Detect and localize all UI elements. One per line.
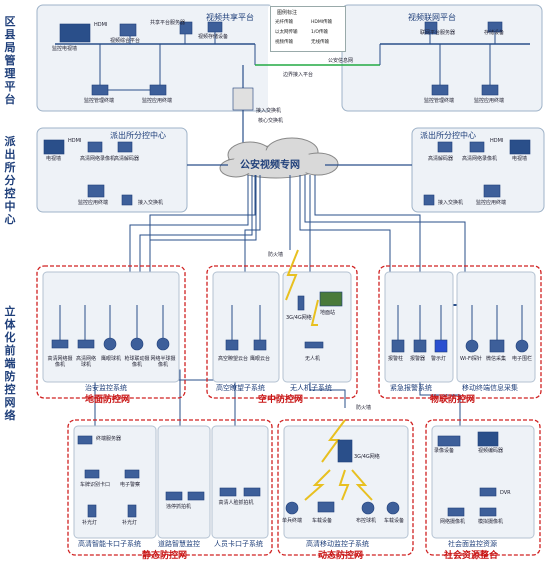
share-platform-title: 视频共享平台 bbox=[206, 13, 254, 22]
station-left-tv-label: 电视墙 bbox=[46, 156, 62, 162]
net-storage-label: 存储设备 bbox=[484, 30, 505, 36]
core-switch-label: 核心交换机 bbox=[258, 118, 284, 124]
ground-device-label: 网络半球摄像机 bbox=[150, 356, 176, 368]
station-right-hdmi-label: HDMI bbox=[490, 138, 504, 144]
station-left-title: 派出所分控中心 bbox=[110, 131, 166, 140]
iot-device-label: 警示灯 bbox=[431, 356, 447, 362]
iot-device-label: 报警柱 bbox=[388, 356, 404, 362]
dynamic-device-label: 车载设备 bbox=[312, 518, 333, 524]
iot-device-label: 报警器 bbox=[410, 356, 426, 362]
public-net-label: 公安信息网 bbox=[328, 58, 354, 64]
station-left-server-label: 监控应用终端 bbox=[78, 200, 109, 206]
station-right-decoder-label: 高清解码器 bbox=[428, 156, 454, 162]
static-light-2-label: 补光灯 bbox=[122, 520, 138, 526]
social-network-title: 社会资源整合 bbox=[444, 551, 499, 561]
legend-item: 视频传输 bbox=[275, 40, 293, 45]
static-cam-1-label: 车牌识别卡口 bbox=[80, 482, 111, 488]
air-net-label: 3G/4G网络 bbox=[286, 315, 312, 321]
static-light-1-label: 补光灯 bbox=[82, 520, 98, 526]
firewall-mid-label: 防火墙 bbox=[356, 405, 372, 411]
station-right-tv-label: 电视墙 bbox=[512, 156, 528, 162]
legend-title: 图例标注 bbox=[277, 10, 298, 16]
side-label-frontend: 立体化前端防控网络 bbox=[4, 305, 16, 422]
static-system-3: 人员卡口子系统 bbox=[214, 540, 263, 548]
dynamic-device-label: 单兵终端 bbox=[282, 518, 303, 524]
static-cam-2-label: 电子警察 bbox=[120, 482, 141, 488]
side-label-station: 派出所分控中心 bbox=[4, 135, 16, 226]
station-right-server-label: 监控应用终端 bbox=[476, 200, 507, 206]
station-left-hdmi-label: HDMI bbox=[68, 138, 82, 144]
social-system: 社会面监控资源 bbox=[448, 540, 497, 548]
iot-system-2: 移动终端信息采集 bbox=[462, 384, 518, 392]
share-server-label: 共享平台服务器 bbox=[150, 20, 186, 26]
client-left-1-label: 监控管理终端 bbox=[84, 98, 115, 104]
client-right-1-label: 监控管理终端 bbox=[424, 98, 455, 104]
static-cam-3-label: 违停抓拍机 bbox=[166, 504, 192, 510]
iot-system-1: 紧急报警系统 bbox=[390, 384, 432, 392]
social-cam-2-label: 模拟摄像机 bbox=[478, 519, 504, 525]
station-left-decoder-label: 高清解码器 bbox=[114, 156, 140, 162]
boundary-label: 边界接入平台 bbox=[283, 72, 314, 78]
gateway-label: 接入交换机 bbox=[256, 108, 282, 114]
iot-device2-label: 电子围栏 bbox=[512, 356, 533, 362]
ground-system-title: 治安监控系统 bbox=[85, 384, 127, 392]
air-tower-1-label: 高空瞭望云台 bbox=[218, 356, 249, 362]
social-nvr-label: 录像设备 bbox=[434, 448, 455, 454]
tv-wall-label: 监控电视墙 bbox=[52, 46, 78, 52]
legend-box: 图例标注 光纤传输 HDMI传输 以太网传输 1/O传输 视频传输 无线传输 bbox=[270, 6, 346, 52]
ground-device-label: 高清网络摄像机 bbox=[47, 356, 73, 368]
social-cam-1-label: 网络摄像机 bbox=[440, 519, 466, 525]
air-subsystem-1: 高空瞭望子系统 bbox=[216, 384, 265, 392]
legend-item: HDMI传输 bbox=[311, 20, 333, 25]
firewall-top-label: 防火墙 bbox=[268, 252, 284, 258]
air-subsystem-2: 无人机子系统 bbox=[290, 384, 332, 392]
ground-device-label: 鹰眼球机 bbox=[100, 356, 121, 362]
legend-item: 光纤传输 bbox=[275, 20, 293, 25]
cloud-label: 公安视频专网 bbox=[240, 160, 300, 171]
legend-item: 1/O传输 bbox=[311, 30, 328, 35]
air-uav-label: 无人机 bbox=[305, 356, 321, 362]
static-system-2: 道路智慧监控 bbox=[158, 540, 200, 548]
station-right-title: 派出所分控中心 bbox=[420, 131, 476, 140]
network-platform-title: 视频联网平台 bbox=[408, 13, 456, 22]
iot-device2-label: Wi-Fi探针 bbox=[460, 356, 482, 362]
air-tower-2-label: 鹰眼云台 bbox=[250, 356, 271, 362]
ground-network-title: 地面防控网 bbox=[85, 395, 131, 405]
static-cam-4-label: 高清人脸抓拍机 bbox=[218, 500, 254, 506]
net-server-label: 联网平台服务器 bbox=[420, 30, 456, 36]
client-left-2-label: 监控应用终端 bbox=[142, 98, 173, 104]
dynamic-device-label: 车载设备 bbox=[384, 518, 405, 524]
station-right-switch-label: 接入交换机 bbox=[438, 200, 464, 206]
air-station-label: 地面站 bbox=[320, 310, 336, 316]
station-left-switch-label: 接入交换机 bbox=[138, 200, 164, 206]
legend-item: 无线传输 bbox=[311, 40, 329, 45]
decoder-label: 视频综合平台 bbox=[110, 38, 141, 44]
hdmi-label: HDMI bbox=[94, 22, 108, 28]
static-system-1: 高清智能卡口子系统 bbox=[78, 540, 141, 548]
client-right-2-label: 监控应用终端 bbox=[474, 98, 505, 104]
dynamic-network-title: 动态防控网 bbox=[318, 551, 364, 561]
side-label-district: 区县局管理平台 bbox=[4, 15, 16, 106]
station-left-nvr-label: 高清网络录像机 bbox=[80, 156, 116, 162]
ground-device-label: 高清网络球机 bbox=[75, 356, 96, 368]
social-dvr-label: DVR bbox=[500, 490, 511, 496]
public-video-network-cloud bbox=[219, 137, 339, 179]
ground-device-label: 枪球联动摄像机 bbox=[124, 356, 150, 368]
static-controller-label: 终端服务器 bbox=[96, 436, 122, 442]
storage-device-label: 视频存储设备 bbox=[198, 34, 229, 40]
legend-item: 以太网传输 bbox=[275, 30, 298, 35]
dynamic-device-label: 布控球机 bbox=[356, 518, 377, 524]
static-network-title: 静态防控网 bbox=[142, 551, 188, 561]
station-right-nvr-label: 高清网络录像机 bbox=[462, 156, 498, 162]
air-network-title: 空中防控网 bbox=[258, 395, 304, 405]
dynamic-system: 高清移动监控子系统 bbox=[306, 540, 369, 548]
iot-network-title: 物联防控网 bbox=[430, 395, 476, 405]
iot-device2-label: 微信采集 bbox=[486, 356, 507, 362]
dynamic-net-label: 3G/4G网络 bbox=[354, 454, 380, 460]
social-decoder-label: 视频编码器 bbox=[478, 448, 504, 454]
